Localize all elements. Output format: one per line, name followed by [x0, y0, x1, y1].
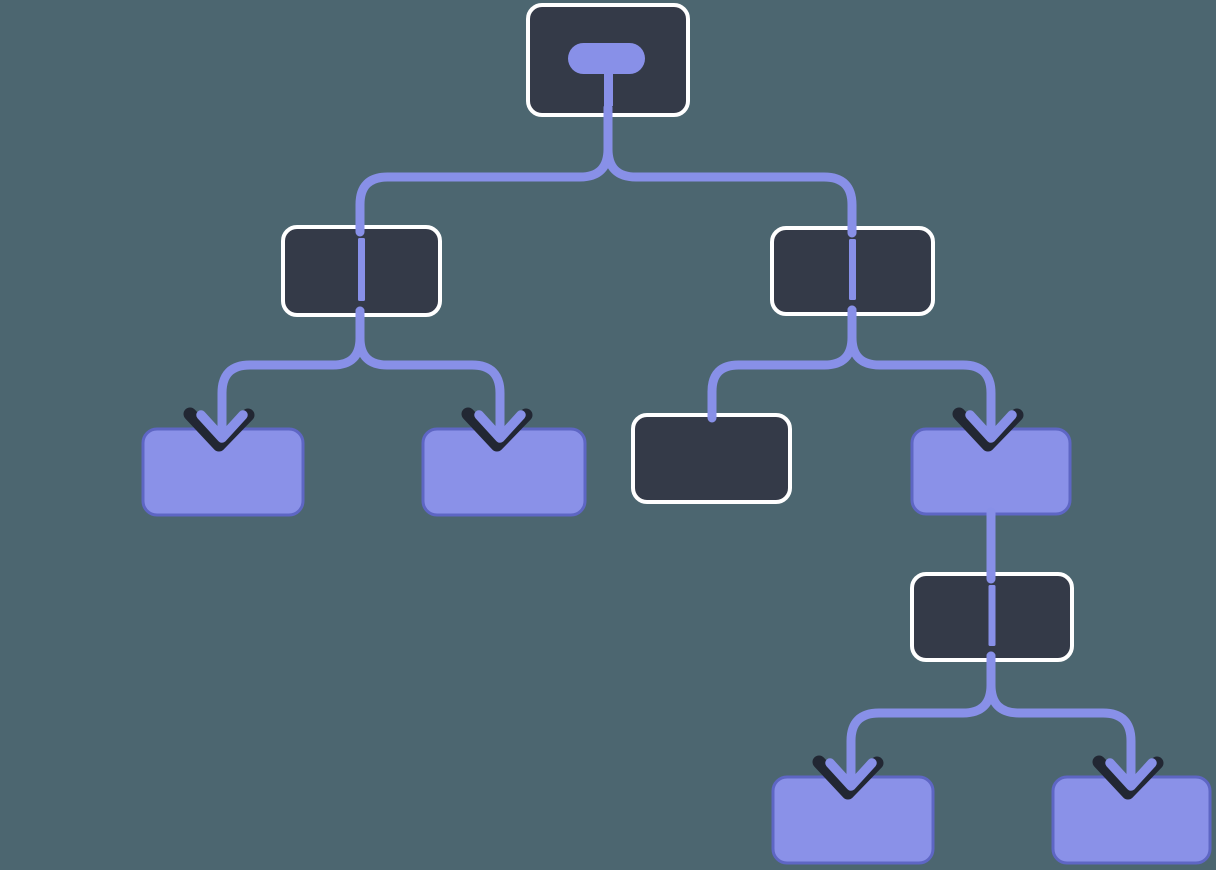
vertical-bar-glyph [849, 239, 856, 300]
vertical-bar-glyph [358, 238, 365, 301]
connector-edge-branch-left-to-leaf-2 [355, 306, 505, 436]
connector-edge-branch-bottom-to-leaf-5 [986, 651, 1136, 784]
connector-edge-branch-right-to-leaf-dark [707, 305, 857, 423]
connector-edge-root-to-branch-left [355, 103, 613, 237]
connector-edge-branch-right-to-leaf-3 [847, 305, 996, 436]
arrow-chevron-icon [1105, 758, 1157, 791]
root-pill-glyph [568, 43, 645, 74]
leaf-node-dark[interactable] [631, 413, 792, 504]
arrow-chevron-icon [965, 410, 1017, 443]
arrow-chevron-icon [474, 410, 526, 443]
root-pill-stem [604, 70, 613, 106]
arrow-chevron-icon [825, 758, 877, 791]
connector-edge-root-to-branch-right [603, 103, 857, 238]
vertical-bar-glyph [988, 585, 996, 646]
arrow-chevron-icon [196, 410, 248, 443]
